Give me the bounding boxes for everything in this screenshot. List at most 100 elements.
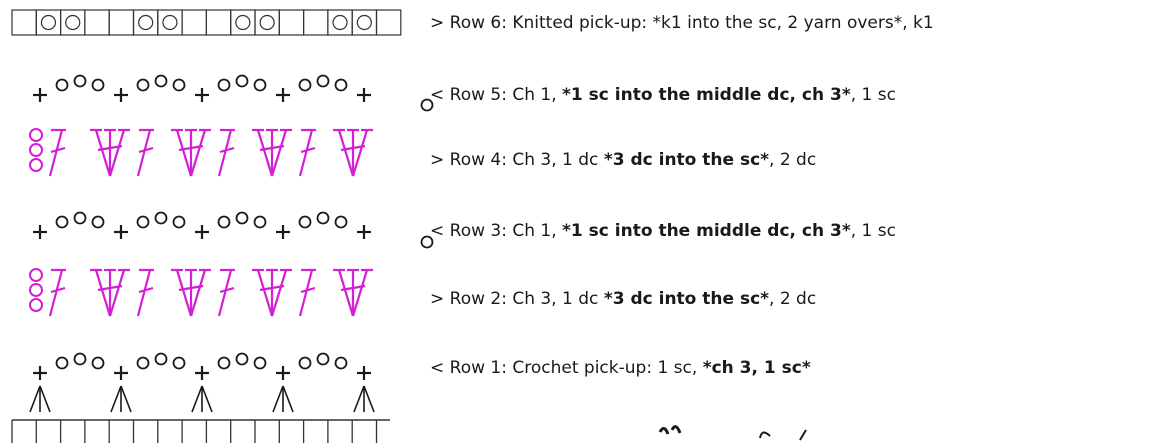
chain-circle bbox=[136, 356, 150, 370]
knit-stitch-box bbox=[108, 9, 135, 36]
row-text-part: Knitted pick-up: *k1 into the sc, 2 yarn… bbox=[506, 13, 934, 33]
yarn-over-circle bbox=[40, 14, 57, 31]
chain-circle bbox=[55, 78, 69, 92]
chain-circle bbox=[253, 215, 267, 229]
chain-circle bbox=[253, 78, 267, 92]
row-text-part: Ch 1, bbox=[506, 85, 563, 105]
chain-circle bbox=[172, 78, 186, 92]
row-label: Row 2: bbox=[449, 289, 507, 309]
chain-circle bbox=[73, 211, 87, 225]
bottom-scribble-marks bbox=[658, 425, 807, 441]
yarn-over-circle bbox=[259, 14, 275, 31]
row-text-part: Ch 1, bbox=[506, 221, 563, 241]
knit-stitch-box bbox=[303, 9, 329, 36]
knit-stitch-box bbox=[254, 9, 280, 36]
chain-circle bbox=[73, 74, 87, 88]
dc-cross-bar bbox=[138, 286, 154, 294]
dc-cross-bar bbox=[138, 146, 154, 154]
chain-circle bbox=[298, 78, 312, 92]
chain-circle bbox=[172, 215, 186, 229]
row5-sc-chain-symbols bbox=[33, 74, 434, 112]
dc-fan-stem bbox=[256, 269, 274, 317]
dc-stem bbox=[48, 129, 64, 177]
dc-cross-bar bbox=[340, 144, 366, 152]
row-text-part: , 2 dc bbox=[769, 150, 817, 170]
pickup-leg bbox=[363, 385, 375, 413]
knit-stitch-box bbox=[278, 9, 305, 36]
dc-stem bbox=[298, 269, 314, 317]
pickup-leg bbox=[29, 385, 41, 413]
dc-stem bbox=[136, 129, 152, 177]
knit-stitch-box bbox=[230, 9, 256, 36]
dc-cross-bar bbox=[340, 284, 366, 292]
dc-turning-chain-circle bbox=[29, 268, 43, 282]
row-repeat-bold: *1 sc into the middle dc, ch 3* bbox=[562, 221, 851, 241]
dc-cross-bar bbox=[178, 144, 204, 152]
chain-circle bbox=[316, 352, 330, 366]
chain-circle bbox=[334, 215, 348, 229]
dc-cross-bar bbox=[259, 144, 285, 152]
yarn-over-circle bbox=[332, 14, 348, 31]
row2-instruction: > Row 2: Ch 3, 1 dc *3 dc into the sc*, … bbox=[430, 288, 816, 310]
row-text-part: , 1 sc bbox=[850, 85, 896, 105]
chain-circle bbox=[73, 352, 87, 366]
row4-instruction: > Row 4: Ch 3, 1 dc *3 dc into the sc*, … bbox=[430, 149, 816, 171]
dc-cross-bar bbox=[219, 146, 235, 154]
dc-fan-stem bbox=[256, 129, 274, 177]
dc-stem bbox=[217, 269, 233, 317]
knit-stitch-box bbox=[205, 9, 232, 36]
chain-circle bbox=[217, 356, 231, 370]
row-repeat-bold: *3 dc into the sc* bbox=[603, 289, 770, 309]
row-direction-arrow: < bbox=[430, 85, 450, 105]
chain-circle bbox=[91, 78, 105, 92]
row-label: Row 6: bbox=[449, 13, 507, 33]
chain-circle bbox=[91, 215, 105, 229]
chain-circle bbox=[298, 215, 312, 229]
dc-cross-bar bbox=[97, 284, 123, 292]
pickup-leg bbox=[282, 385, 294, 413]
dc-stem bbox=[298, 129, 314, 177]
turning-chain-circle bbox=[420, 98, 434, 112]
dc-fan-stem bbox=[270, 129, 288, 177]
row-direction-arrow: < bbox=[430, 221, 450, 241]
yarn-over-circle bbox=[65, 14, 81, 31]
dc-cross-bar bbox=[50, 146, 66, 154]
dc-stem bbox=[217, 129, 233, 177]
knit-stitch-box bbox=[181, 9, 208, 36]
scribble-mark bbox=[658, 425, 682, 435]
row6-instruction: > Row 6: Knitted pick-up: *k1 into the s… bbox=[430, 12, 934, 34]
row2-dc-symbols bbox=[29, 268, 373, 317]
row-direction-arrow: > bbox=[430, 289, 450, 309]
chain-circle bbox=[334, 356, 348, 370]
row-label: Row 4: bbox=[449, 150, 507, 170]
dc-cross-bar bbox=[219, 286, 235, 294]
chain-circle bbox=[55, 215, 69, 229]
dc-cross-bar bbox=[97, 144, 123, 152]
dc-cross-bar bbox=[259, 284, 285, 292]
pickup-leg bbox=[191, 385, 203, 413]
knit-stitch-box bbox=[375, 9, 402, 36]
row-repeat-bold: *ch 3, 1 sc* bbox=[702, 358, 811, 378]
dc-fan-stem bbox=[189, 129, 207, 177]
yarn-over-circle bbox=[162, 14, 178, 31]
dc-turning-chain-circle bbox=[29, 143, 43, 157]
dc-turning-chain-circle bbox=[29, 298, 43, 312]
chain-circle bbox=[55, 356, 69, 370]
dc-fan-stem bbox=[337, 269, 355, 317]
dc-fan-stem bbox=[351, 129, 369, 177]
dc-fan-stem bbox=[351, 269, 369, 317]
chain-circle bbox=[154, 211, 168, 225]
knit-stitch-box bbox=[59, 9, 86, 36]
dc-turning-chain-circle bbox=[29, 158, 43, 172]
chain-circle bbox=[316, 74, 330, 88]
yarn-over-circle bbox=[138, 14, 154, 31]
dc-fan-stem bbox=[108, 129, 126, 177]
pickup-leg bbox=[39, 385, 51, 413]
chain-circle bbox=[136, 215, 150, 229]
knit-stitch-box bbox=[351, 9, 378, 36]
row-label: Row 5: bbox=[449, 85, 507, 105]
chain-circle bbox=[334, 78, 348, 92]
pickup-leg bbox=[201, 385, 213, 413]
turning-chain-circle bbox=[420, 235, 434, 249]
